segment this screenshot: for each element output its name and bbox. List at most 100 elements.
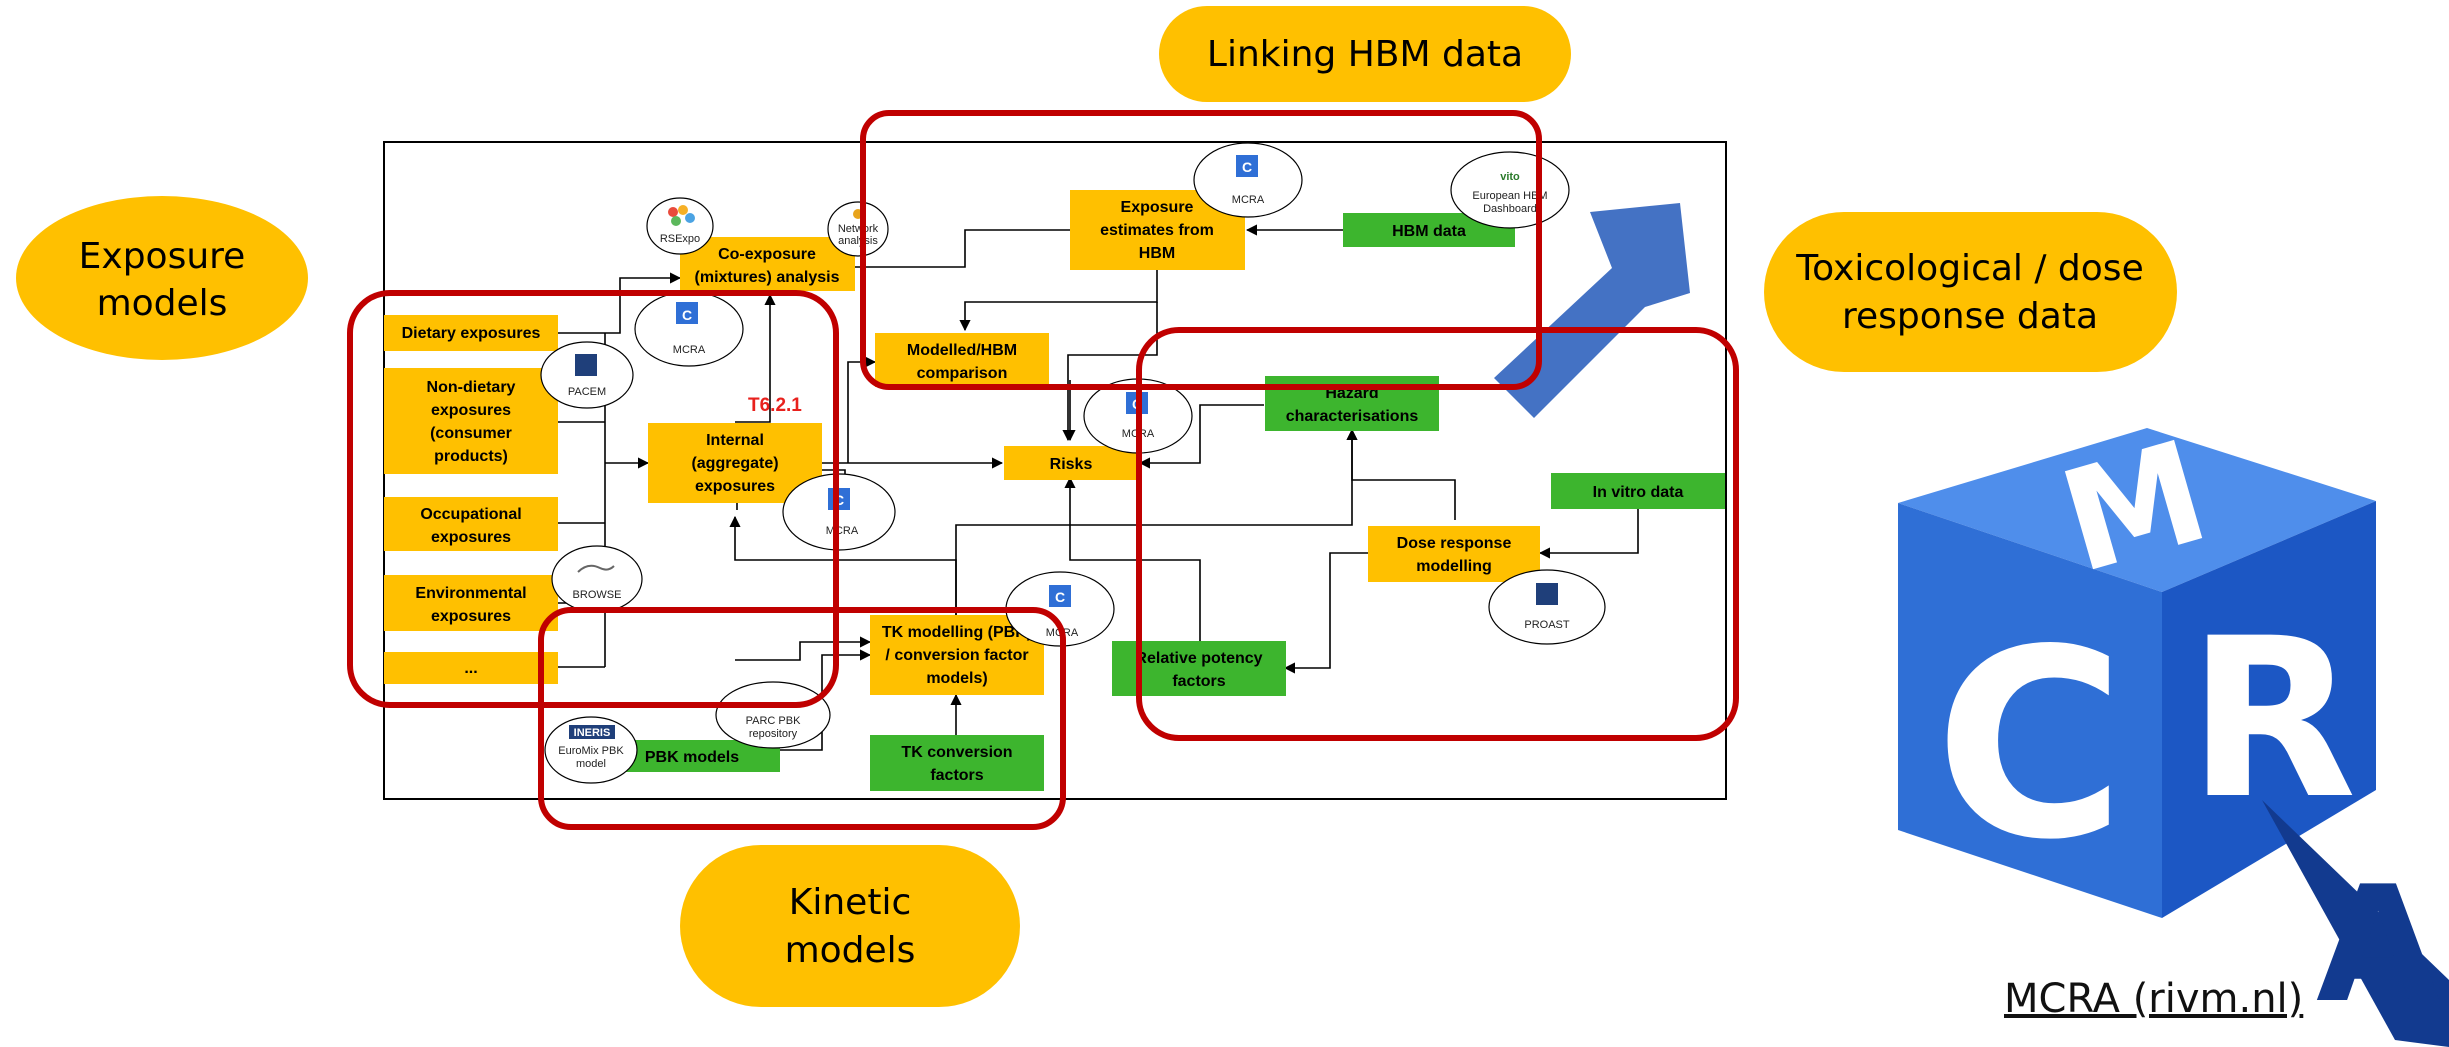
mcra-link[interactable]: MCRA (rivm.nl) (2004, 976, 2304, 1022)
svg-text:analysis: analysis (838, 235, 878, 247)
mcra-badge-hbm: C MCRA (1193, 142, 1303, 218)
box-label: exposures (431, 608, 511, 625)
box-dose-response-modelling: Dose response modelling (1368, 526, 1540, 582)
box-label: factors (1172, 673, 1225, 690)
box-label: Relative potency (1135, 650, 1262, 667)
box-label: ... (464, 660, 477, 677)
box-exposure-estimates-hbm: Exposure estimates from HBM (1070, 190, 1245, 270)
box-risks: Risks (1004, 446, 1138, 480)
pill-label: models (97, 283, 228, 324)
box-label: Dose response (1397, 535, 1512, 552)
box-label: Risks (1050, 456, 1093, 473)
box-label: / conversion factor (885, 647, 1028, 664)
hbm-dashboard-badge: vito European HBM Dashboard (1450, 151, 1570, 229)
pacem-badge: PACEM (540, 341, 634, 409)
box-label: (mixtures) analysis (695, 269, 840, 286)
svg-text:MCRA: MCRA (1232, 194, 1265, 206)
box-modelled-hbm-comparison: Modelled/HBM comparison (875, 333, 1049, 387)
box-label: modelling (1416, 558, 1492, 575)
box-label: Internal (706, 432, 764, 449)
box-label: HBM data (1392, 223, 1466, 240)
box-label: Modelled/HBM (907, 342, 1017, 359)
frame-kinetic-models (538, 607, 1066, 830)
box-label: (consumer (430, 425, 512, 442)
box-label: Occupational (420, 506, 521, 523)
proast-badge: PROAST (1488, 569, 1606, 645)
svg-text:EuroMix PBK: EuroMix PBK (558, 745, 624, 757)
rsexpo-badge: RSExpo (646, 197, 714, 255)
box-label: In vitro data (1593, 484, 1684, 501)
svg-text:European HBM: European HBM (1472, 190, 1547, 202)
svg-text:vito: vito (1500, 171, 1520, 183)
task-label: T6.2.1 (748, 395, 802, 416)
box-label: exposures (431, 529, 511, 546)
box-ellipsis: ... (384, 652, 558, 684)
svg-text:PARC PBK: PARC PBK (746, 715, 801, 727)
svg-text:model: model (576, 758, 606, 770)
svg-text:C: C (682, 307, 692, 323)
svg-text:INERIS: INERIS (574, 727, 611, 739)
logo-letter-r: R (2187, 591, 2356, 847)
box-label: exposures (695, 478, 775, 495)
box-dietary-exposures: Dietary exposures (384, 315, 558, 351)
box-label: models) (926, 670, 987, 687)
svg-text:C: C (1242, 159, 1252, 175)
svg-text:RSExpo: RSExpo (660, 233, 700, 245)
network-analysis-badge: Network analysis (827, 201, 889, 257)
svg-text:PACEM: PACEM (568, 386, 606, 398)
frame-exposure-models (347, 290, 839, 708)
kinetic-models-pill: Kinetic models (680, 845, 1020, 1007)
parc-pbk-badge: PARC PBK repository (715, 681, 831, 749)
box-in-vitro-data: In vitro data (1551, 473, 1725, 509)
box-environmental-exposures: Environmental exposures (384, 575, 558, 631)
box-label: Environmental (415, 585, 526, 602)
logo-letter-a: A (2316, 851, 2440, 1038)
mcra-badge-co-exposure: C MCRA (634, 291, 744, 367)
pill-label: Exposure (79, 236, 246, 277)
box-label: exposures (431, 402, 511, 419)
svg-text:Network: Network (838, 223, 879, 235)
pill-label: models (785, 930, 916, 971)
box-label: estimates from (1100, 222, 1214, 239)
frame-toxicological (1136, 327, 1739, 741)
box-tk-conversion-factors: TK conversion factors (870, 735, 1044, 791)
box-label: TK conversion (901, 744, 1012, 761)
svg-text:MCRA: MCRA (673, 344, 706, 356)
svg-text:repository: repository (749, 728, 798, 740)
box-label: characterisations (1286, 408, 1419, 425)
big-blue-arrow-icon (1494, 203, 1690, 418)
browse-badge: BROWSE (551, 545, 643, 613)
mcra-cube-logo: M C R A (1898, 410, 2449, 1047)
svg-text:C: C (1055, 589, 1065, 605)
connectors (558, 224, 1639, 751)
exposure-models-pill: Exposure models (16, 196, 308, 360)
box-label: Non-dietary (427, 379, 516, 396)
box-label: products) (434, 448, 508, 465)
svg-text:Dashboard: Dashboard (1483, 203, 1537, 215)
box-label: factors (930, 767, 983, 784)
box-label: PBK models (645, 749, 739, 766)
linking-hbm-pill: Linking HBM data (1159, 6, 1571, 102)
svg-text:PROAST: PROAST (1524, 619, 1570, 631)
pill-label: Linking HBM data (1207, 34, 1523, 75)
highlight-frames (347, 110, 1739, 830)
pill-label: response data (1842, 296, 2098, 337)
pill-label: Kinetic (789, 882, 911, 923)
box-label: Co-exposure (718, 246, 816, 263)
frame-linking-hbm (860, 110, 1542, 390)
pill-label: Toxicological / dose (1795, 248, 2143, 289)
euromix-pbk-badge: INERIS EuroMix PBK model (544, 716, 638, 784)
box-label: (aggregate) (691, 455, 778, 472)
svg-text:MCRA: MCRA (826, 525, 859, 537)
box-label: Exposure (1121, 199, 1194, 216)
box-label: TK modelling (PBK) (882, 624, 1032, 641)
svg-text:BROWSE: BROWSE (573, 589, 622, 601)
box-label: HBM (1139, 245, 1175, 262)
box-occupational-exposures: Occupational exposures (384, 497, 558, 551)
logo-letter-c: C (1935, 595, 2126, 897)
box-non-dietary-exposures: Non-dietary exposures (consumer products… (384, 368, 558, 474)
box-label: comparison (917, 365, 1008, 382)
box-label: Dietary exposures (402, 325, 541, 342)
toxicological-pill: Toxicological / dose response data (1764, 212, 2177, 372)
